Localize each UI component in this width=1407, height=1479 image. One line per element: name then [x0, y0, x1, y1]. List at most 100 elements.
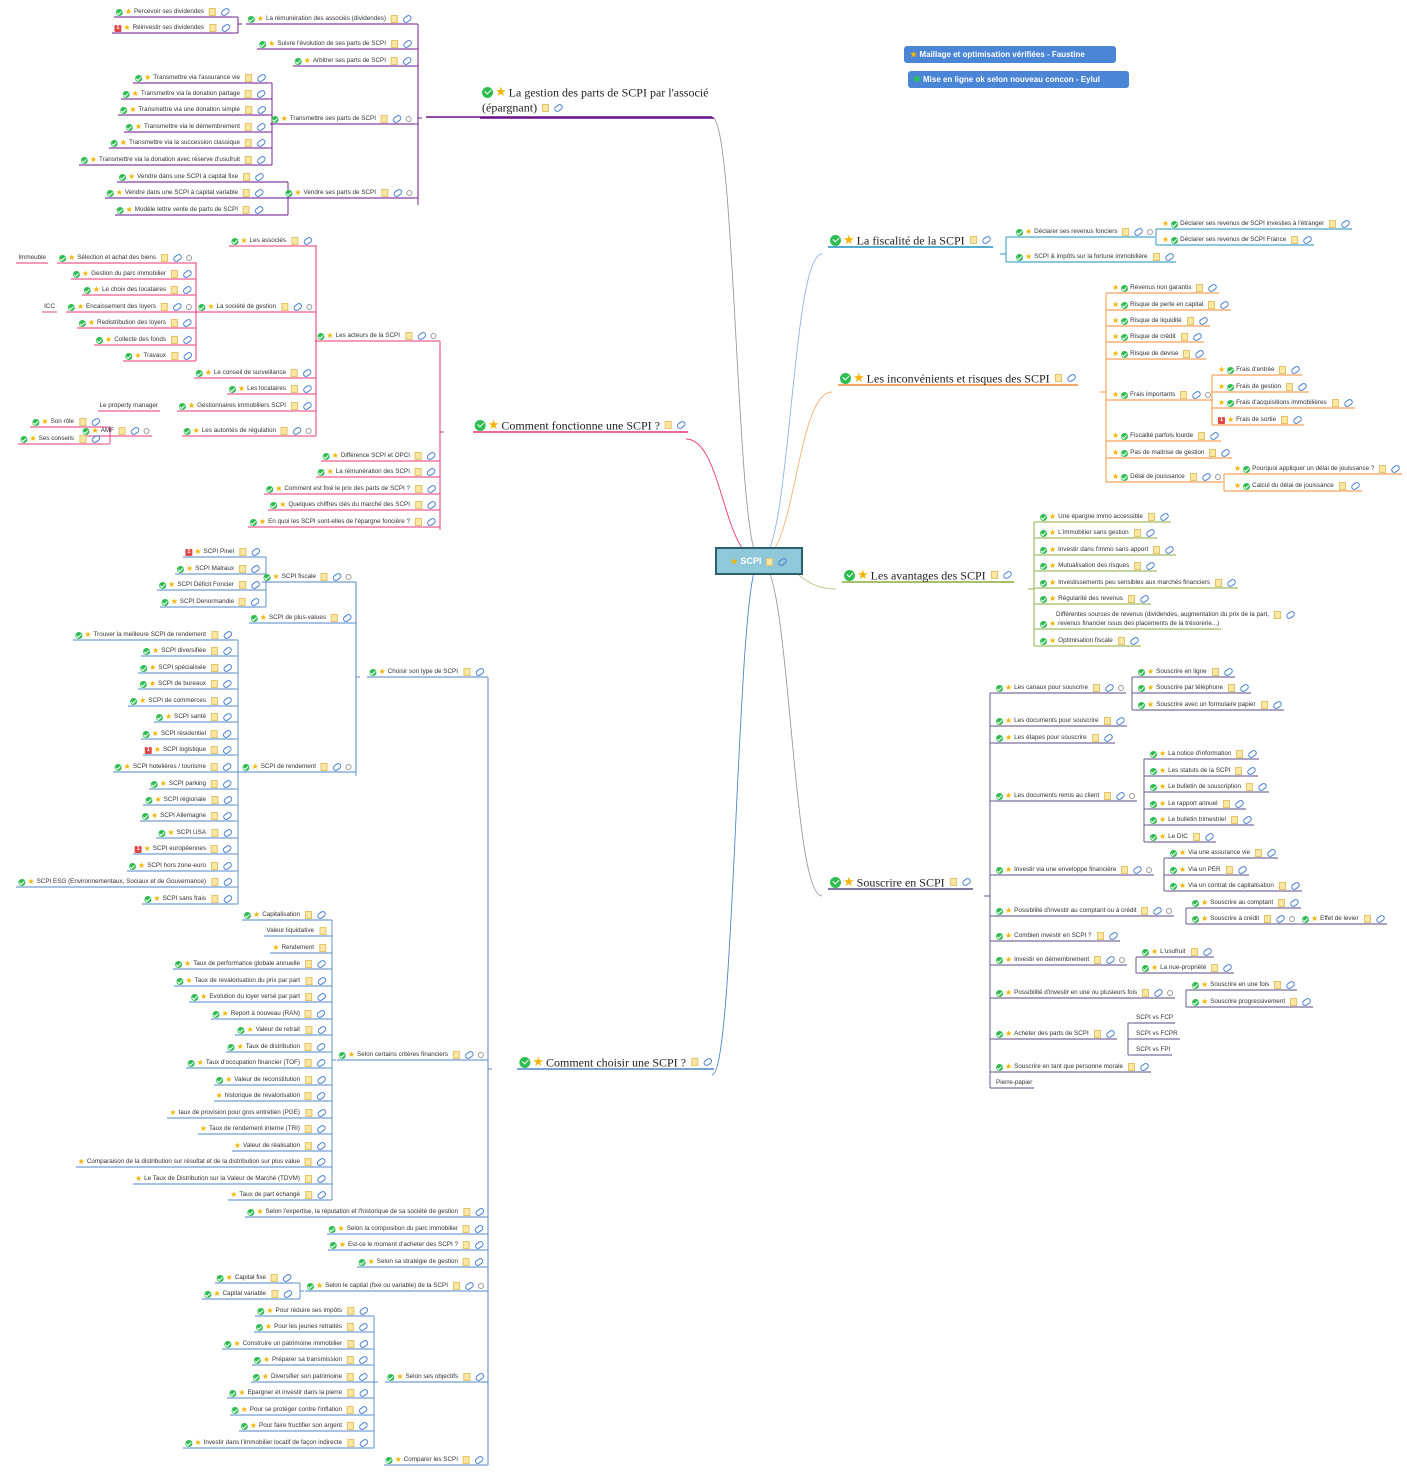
topic-node[interactable]: ★Les autorités de régulation: [183, 425, 312, 437]
topic-node[interactable]: ★SCPI hotelières / tourisme: [114, 761, 233, 773]
topic-node[interactable]: ★Risque de devise: [1112, 348, 1206, 360]
topic-node[interactable]: ★Déclarer ses revenus de SCPI France: [1162, 234, 1314, 246]
branch-gestion[interactable]: ★La gestion des parts de SCPI par l'asso…: [482, 84, 712, 115]
topic-node[interactable]: ★Souscrire à crédit: [1192, 913, 1296, 925]
topic-node[interactable]: ★Pas de maitrise de gestion: [1112, 447, 1232, 459]
collapse-toggle-icon[interactable]: [1129, 793, 1136, 799]
collapse-toggle-icon[interactable]: [1119, 957, 1126, 963]
topic-node[interactable]: ★Evolution du loyer versé par part: [191, 991, 327, 1003]
collapse-toggle-icon[interactable]: [1118, 685, 1125, 691]
topic-node[interactable]: ★Souscrire progressivement: [1192, 996, 1312, 1008]
topic-node[interactable]: ★Selon le capital (fixe ou variable) de …: [306, 1280, 484, 1292]
topic-node[interactable]: ★SCPI régionale: [145, 794, 233, 806]
topic-node[interactable]: ★Le bulletin trimestriel: [1150, 814, 1253, 826]
collapse-toggle-icon[interactable]: [346, 764, 352, 770]
collapse-toggle-icon[interactable]: [478, 1052, 484, 1058]
topic-node[interactable]: ★Investir dans l'immobilier locatif de f…: [185, 1437, 369, 1449]
collapse-toggle-icon[interactable]: [430, 333, 436, 339]
topic-node[interactable]: ★Comparer les SCPI: [385, 1454, 485, 1466]
topic-node[interactable]: ★Taux de revalorisation du prix par part: [176, 975, 327, 987]
topic-node[interactable]: ★Effet de levier: [1302, 913, 1386, 925]
topic-node[interactable]: ★La société de gestion: [198, 301, 312, 313]
topic-node[interactable]: ★Les canaux pour souscrire: [996, 682, 1125, 694]
branch-fonctionne[interactable]: ★Comment fonctionne une SCPI ?: [474, 417, 687, 432]
topic-node[interactable]: ★Vendre ses parts de SCPI: [285, 187, 412, 199]
topic-node[interactable]: ★Souscrire en une fois: [1192, 979, 1297, 991]
topic-node[interactable]: ★Souscrire avec un formulaire papier: [1138, 699, 1283, 711]
topic-node[interactable]: ★Mutualisation des risques: [1040, 560, 1157, 572]
topic-node[interactable]: Immeuble: [18, 253, 46, 263]
topic-node[interactable]: ★Pour faire fructifier son argent: [240, 1420, 369, 1432]
topic-node[interactable]: ★SCPI ESG (Environnementaux, Sociaux et …: [18, 876, 233, 888]
topic-node[interactable]: ★Le conseil de surveillance: [195, 367, 313, 379]
topic-node[interactable]: ★Transmettre via le démembrement: [125, 121, 267, 133]
topic-node[interactable]: ★Souscrire en ligne: [1138, 666, 1234, 678]
branch-souscrire[interactable]: ★Souscrire en SCPI: [830, 874, 972, 889]
topic-node[interactable]: ★Délai de jouissance: [1112, 471, 1221, 483]
topic-node[interactable]: ★SCPI fiscale: [263, 571, 352, 583]
topic-node[interactable]: 1★Frais de sortie: [1218, 414, 1303, 426]
topic-node[interactable]: ★Capital variable: [204, 1288, 293, 1300]
banner-faustine[interactable]: ★ Maillage et optimisation vérifiées - F…: [904, 46, 1116, 63]
collapse-toggle-icon[interactable]: [1214, 474, 1221, 480]
topic-node[interactable]: ★La notice d'information: [1150, 748, 1259, 760]
topic-node[interactable]: ★Encaissement des loyers: [67, 301, 192, 313]
topic-node[interactable]: ★AMF: [82, 425, 150, 437]
topic-node[interactable]: ★Vendre dans une SCPI à capital fixe: [119, 171, 265, 183]
topic-node[interactable]: ★Une épargne immo accessible: [1040, 511, 1170, 523]
topic-node[interactable]: ★Selon certains critères financiers: [338, 1049, 484, 1061]
topic-node[interactable]: ★taux de provision pour gros entretien (…: [169, 1107, 327, 1119]
topic-node[interactable]: ★Les acteurs de la SCPI: [317, 330, 436, 342]
topic-node[interactable]: ★Transmettre via une donation simple: [120, 104, 267, 116]
topic-node[interactable]: ★SCPI spécialisée: [140, 662, 233, 674]
topic-node[interactable]: ★Le bulletin de souscription: [1150, 781, 1268, 793]
topic-node[interactable]: ★Pourquoi appliquer un délai de jouissan…: [1234, 463, 1402, 475]
topic-node[interactable]: ★Selon ses objectifs: [387, 1371, 485, 1383]
topic-node[interactable]: ★Comparaison de la distribution sur résu…: [78, 1156, 327, 1168]
collapse-toggle-icon[interactable]: [1166, 908, 1173, 914]
collapse-toggle-icon[interactable]: [1289, 916, 1296, 922]
topic-node[interactable]: Le property manager: [100, 401, 158, 411]
collapse-toggle-icon[interactable]: [144, 428, 150, 434]
topic-node[interactable]: ★SCPI Denormandie: [161, 596, 261, 608]
topic-node[interactable]: ★SCPI résidentiel: [142, 728, 233, 740]
topic-node[interactable]: ★SCPI de plus-values: [250, 612, 353, 624]
topic-node[interactable]: ★SCPI USA: [158, 827, 233, 839]
topic-node[interactable]: ★Gestion du parc immobilier: [72, 268, 193, 280]
topic-node[interactable]: 1★SCPI européennes: [134, 843, 233, 855]
topic-node[interactable]: SCPI vs FCPR: [1136, 1029, 1178, 1039]
topic-node[interactable]: Pierre-papier: [996, 1078, 1032, 1088]
topic-node[interactable]: ★SCPI diversifiée: [143, 645, 233, 657]
collapse-toggle-icon[interactable]: [406, 116, 412, 122]
topic-node[interactable]: ★Report à nouveau (RAN): [212, 1008, 327, 1020]
collapse-toggle-icon[interactable]: [1146, 867, 1153, 873]
collapse-toggle-icon[interactable]: [478, 1283, 484, 1289]
topic-node[interactable]: ★SCPI & impôts sur la fortune immobilièr…: [1016, 251, 1175, 263]
topic-node[interactable]: ★SCPI Malraux: [176, 563, 261, 575]
topic-node[interactable]: ★L'usufruit: [1142, 946, 1213, 958]
topic-node[interactable]: ★Vendre dans une SCPI à capital variable: [106, 187, 265, 199]
topic-node[interactable]: ★Investir en démembrement: [996, 954, 1126, 966]
topic-node[interactable]: ★Valeur de retrait: [237, 1024, 327, 1036]
topic-node[interactable]: ★La nue-propriété: [1142, 962, 1234, 974]
collapse-toggle-icon[interactable]: [1147, 229, 1154, 235]
branch-choisir[interactable]: ★Comment choisir une SCPI ?: [519, 1054, 713, 1069]
topic-node[interactable]: ★Collecte des fonds: [96, 334, 193, 346]
topic-node[interactable]: ★Arbitrer ses parts de SCPI: [294, 55, 413, 67]
topic-node[interactable]: ★Epargner et investir dans la pierre: [229, 1387, 369, 1399]
topic-node[interactable]: ★Les étapes pour souscrire: [996, 732, 1114, 744]
topic-node[interactable]: ★Transmettre via la succession classique: [110, 137, 267, 149]
topic-node[interactable]: ★revenus financier issus des placements …: [1040, 619, 1219, 629]
topic-node[interactable]: ★SCPI Déficit Foncier: [159, 579, 261, 591]
topic-node[interactable]: ★Souscrire en tant que personne morale: [996, 1061, 1150, 1073]
topic-node[interactable]: ★Son rôle: [32, 416, 101, 428]
topic-node[interactable]: ★Quelques chiffres clés du marché des SC…: [270, 499, 437, 511]
topic-node[interactable]: ★Frais importants: [1112, 389, 1212, 401]
topic-node[interactable]: ★Selon sa stratégie de gestion: [358, 1256, 485, 1268]
topic-node[interactable]: ★Investir dans l'immo sans apport: [1040, 544, 1176, 556]
topic-node[interactable]: ★Acheter des parts de SCPI: [996, 1028, 1116, 1040]
collapse-toggle-icon[interactable]: [306, 304, 312, 310]
topic-node[interactable]: ★Combien investir en SCPI ?: [996, 930, 1119, 942]
topic-node[interactable]: ★Via un contrat de capitalisation: [1170, 880, 1301, 892]
topic-node[interactable]: ★La rémunération des SCPI: [317, 466, 437, 478]
